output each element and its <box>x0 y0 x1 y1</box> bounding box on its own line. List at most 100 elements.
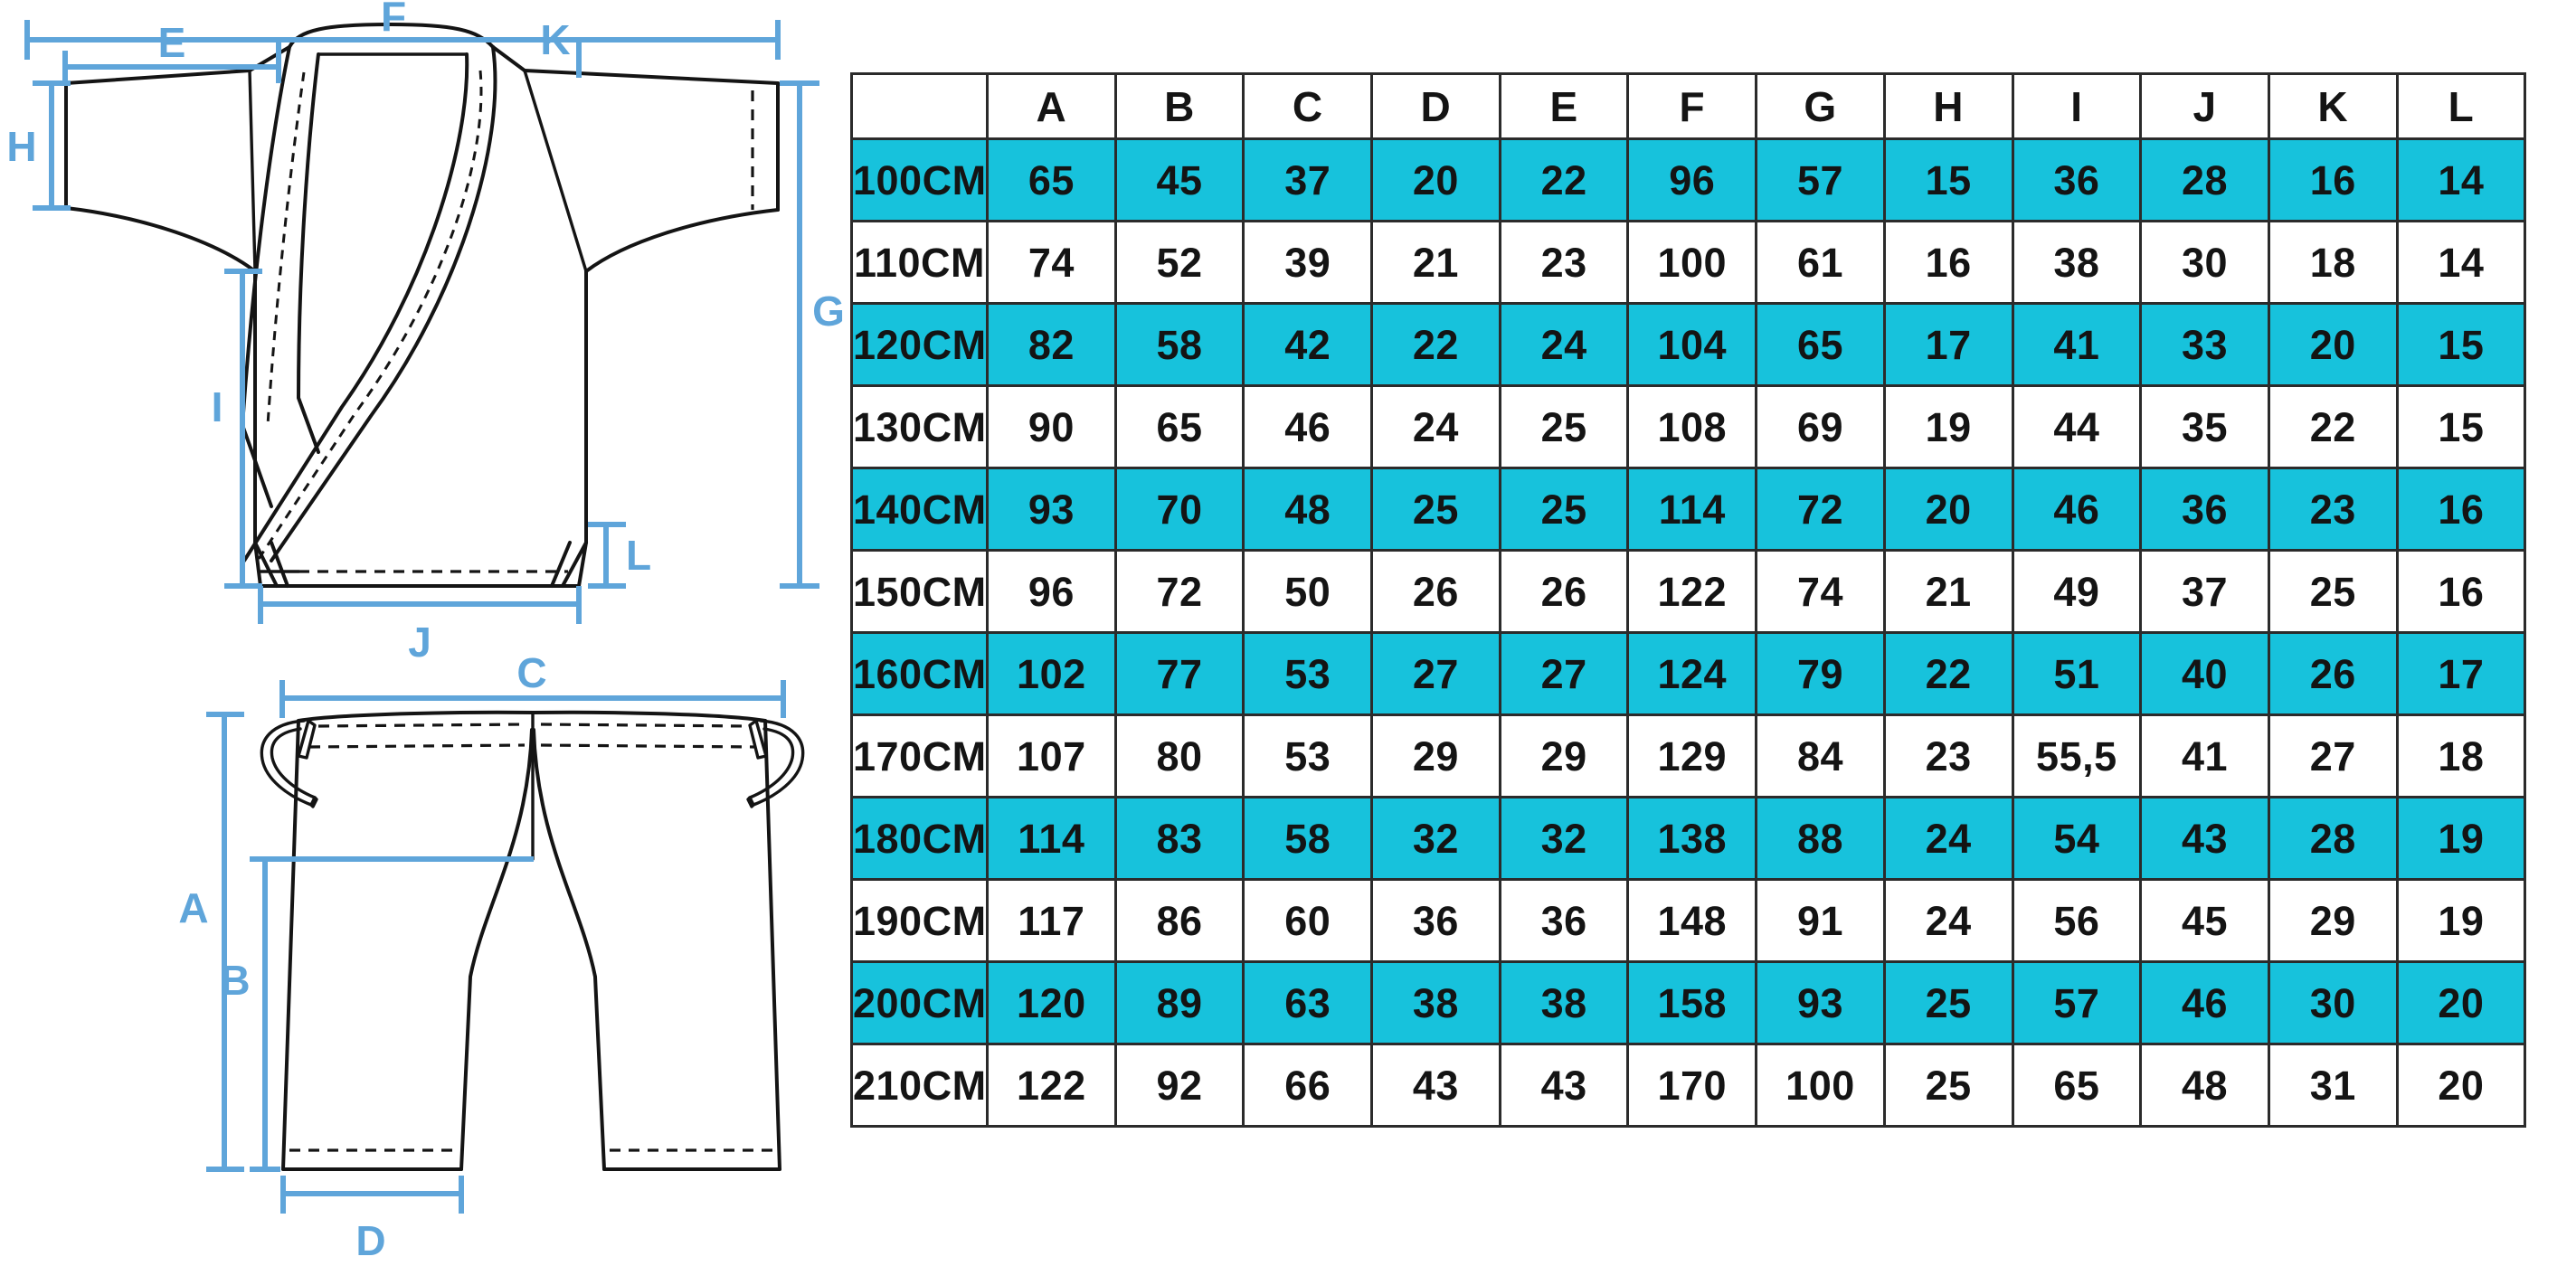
cell-B: 83 <box>1113 796 1245 881</box>
cell-G: 88 <box>1755 796 1886 881</box>
jacket-vent-right-b <box>550 541 572 588</box>
column-header-H: H <box>1882 72 2014 140</box>
cell-F: 158 <box>1626 960 1758 1045</box>
cell-L: 15 <box>2395 302 2527 387</box>
cell-K: 23 <box>2267 467 2399 552</box>
jacket-right-neck-slope <box>491 45 526 72</box>
cell-B: 92 <box>1113 1043 1245 1128</box>
cell-A: 122 <box>986 1043 1117 1128</box>
cell-E: 38 <box>1498 960 1630 1045</box>
pants-drawing: C A B <box>178 649 805 1264</box>
cell-A: 65 <box>986 137 1117 222</box>
cell-C: 53 <box>1242 631 1374 716</box>
cell-A: 120 <box>986 960 1117 1045</box>
cell-L: 16 <box>2395 467 2527 552</box>
cell-L: 19 <box>2395 796 2527 881</box>
column-header-I: I <box>2011 72 2143 140</box>
cell-A: 117 <box>986 878 1117 963</box>
cell-K: 20 <box>2267 302 2399 387</box>
cell-H: 25 <box>1882 1043 2014 1128</box>
cell-H: 23 <box>1882 713 2014 798</box>
cell-L: 19 <box>2395 878 2527 963</box>
cell-F: 124 <box>1626 631 1758 716</box>
jacket-left-underarm <box>64 206 257 273</box>
cell-H: 19 <box>1882 384 2014 469</box>
cell-D: 27 <box>1370 631 1501 716</box>
dimension-L: L <box>588 522 651 589</box>
pants-right-string-tip <box>746 796 755 808</box>
cell-D: 22 <box>1370 302 1501 387</box>
cell-C: 58 <box>1242 796 1374 881</box>
cell-K: 22 <box>2267 384 2399 469</box>
dimension-label-E: E <box>158 19 186 66</box>
cell-F: 104 <box>1626 302 1758 387</box>
cell-H: 24 <box>1882 878 2014 963</box>
cell-B: 70 <box>1113 467 1245 552</box>
cell-D: 36 <box>1370 878 1501 963</box>
dimension-A: A <box>178 712 244 1172</box>
cell-J: 35 <box>2139 384 2270 469</box>
cell-G: 61 <box>1755 220 1886 305</box>
cell-L: 16 <box>2395 549 2527 634</box>
cell-K: 29 <box>2267 878 2399 963</box>
cell-K: 26 <box>2267 631 2399 716</box>
jacket-left-lapel-outer <box>241 45 291 508</box>
cell-I: 57 <box>2011 960 2143 1045</box>
pants-left-inseam <box>459 728 534 1171</box>
cell-D: 29 <box>1370 713 1501 798</box>
cell-I: 56 <box>2011 878 2143 963</box>
dimension-label-H: H <box>6 123 36 170</box>
pants-right-string-inner <box>748 727 795 799</box>
column-header-B: B <box>1113 72 1245 140</box>
cell-L: 15 <box>2395 384 2527 469</box>
cell-L: 14 <box>2395 137 2527 222</box>
cell-J: 48 <box>2139 1043 2270 1128</box>
pants-waist-stitch-1-right <box>540 723 748 728</box>
cell-I: 54 <box>2011 796 2143 881</box>
cell-F: 138 <box>1626 796 1758 881</box>
cell-A: 90 <box>986 384 1117 469</box>
cell-D: 20 <box>1370 137 1501 222</box>
cell-D: 43 <box>1370 1043 1501 1128</box>
cell-D: 32 <box>1370 796 1501 881</box>
dimension-label-D: D <box>355 1217 385 1264</box>
row-header-size: 180CM <box>850 796 989 881</box>
jacket-left-armhole-line <box>248 69 257 273</box>
cell-K: 27 <box>2267 713 2399 798</box>
column-header-J: J <box>2139 72 2270 140</box>
jacket-collar-top <box>288 23 495 49</box>
column-header-size <box>850 72 989 140</box>
cell-E: 26 <box>1498 549 1630 634</box>
row-header-size: 170CM <box>850 713 989 798</box>
pants-right-inseam <box>532 728 606 1171</box>
cell-E: 23 <box>1498 220 1630 305</box>
cell-L: 17 <box>2395 631 2527 716</box>
cell-G: 79 <box>1755 631 1886 716</box>
dimension-G: G <box>780 80 845 589</box>
cell-J: 33 <box>2139 302 2270 387</box>
cell-E: 24 <box>1498 302 1630 387</box>
cell-E: 25 <box>1498 384 1630 469</box>
cell-H: 20 <box>1882 467 2014 552</box>
cell-K: 30 <box>2267 960 2399 1045</box>
cell-J: 46 <box>2139 960 2270 1045</box>
cell-E: 36 <box>1498 878 1630 963</box>
cell-B: 72 <box>1113 549 1245 634</box>
dimension-label-J: J <box>408 619 431 666</box>
cell-F: 100 <box>1626 220 1758 305</box>
cell-E: 29 <box>1498 713 1630 798</box>
cell-A: 107 <box>986 713 1117 798</box>
cell-G: 57 <box>1755 137 1886 222</box>
cell-E: 43 <box>1498 1043 1630 1128</box>
pants-left-outseam <box>281 719 300 1171</box>
pants-right-outseam <box>763 719 781 1171</box>
cell-A: 82 <box>986 302 1117 387</box>
jacket-right-armhole-line <box>523 69 588 273</box>
cell-I: 65 <box>2011 1043 2143 1128</box>
